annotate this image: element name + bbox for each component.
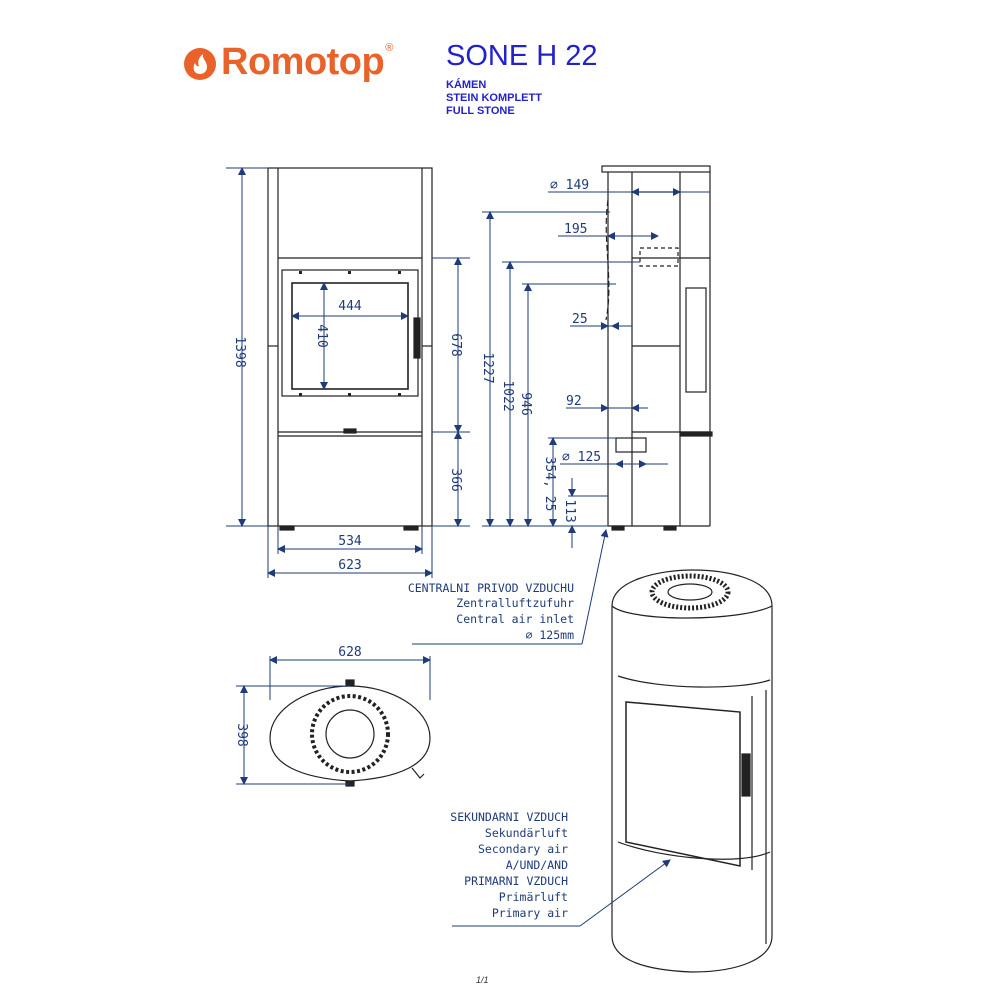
top-view bbox=[269, 679, 431, 787]
dim-92: 92 bbox=[566, 394, 582, 409]
top-dimensions bbox=[236, 656, 431, 785]
dim-113: 113 bbox=[562, 499, 577, 522]
side-dimensions bbox=[482, 188, 710, 548]
stove-3d-view bbox=[611, 569, 773, 973]
brand-name: Romotop bbox=[221, 40, 385, 83]
side-view bbox=[601, 165, 713, 531]
subtitle-en: FULL STONE bbox=[446, 105, 515, 117]
note-secondary-de: Sekundärluft bbox=[485, 826, 568, 840]
central-air-leader bbox=[412, 529, 609, 645]
dim-base-height: 366 bbox=[448, 468, 463, 491]
note-secondary-en: Secondary air bbox=[478, 842, 568, 856]
flame-icon bbox=[184, 48, 216, 80]
front-dimensions bbox=[226, 167, 470, 578]
page-number: 1/1 bbox=[476, 975, 489, 985]
note-secondary-cz: SEKUNDARNI VZDUCH bbox=[450, 810, 568, 824]
dim-top-width: 628 bbox=[338, 645, 361, 660]
note-primary-de: Primärluft bbox=[499, 890, 568, 904]
dim-door-height: 678 bbox=[448, 333, 463, 356]
registered-mark: ® bbox=[385, 42, 394, 54]
dim-diameter-125: ∅ 125 bbox=[562, 450, 601, 465]
dim-354: 354, 25 bbox=[542, 457, 557, 512]
dim-glass-height: 410 bbox=[314, 324, 329, 347]
brand-logo: Romotop ® bbox=[183, 40, 393, 84]
note-central-air-diameter: ∅ 125mm bbox=[526, 628, 575, 642]
note-central-air-de: Zentralluftzufuhr bbox=[456, 596, 574, 610]
dim-outer-width: 623 bbox=[338, 558, 361, 573]
note-and: A/UND/AND bbox=[506, 858, 568, 872]
note-central-air-cz: CENTRALNI PRIVOD VZDUCHU bbox=[408, 581, 574, 595]
dim-total-height: 1398 bbox=[232, 336, 247, 367]
note-primary-en: Primary air bbox=[492, 906, 568, 920]
dim-glass-width: 444 bbox=[338, 299, 362, 314]
dim-top-depth: 398 bbox=[234, 723, 249, 746]
model-title: SONE H 22 bbox=[446, 40, 598, 72]
dim-diameter-149: ∅ 149 bbox=[550, 178, 589, 193]
dim-25: 25 bbox=[572, 312, 588, 327]
front-view bbox=[267, 167, 433, 531]
note-central-air-en: Central air inlet bbox=[456, 612, 574, 626]
subtitle-cz: KÁMEN bbox=[446, 79, 487, 91]
dim-946: 946 bbox=[518, 392, 533, 415]
dim-inner-width: 534 bbox=[338, 534, 362, 549]
dim-1022: 1022 bbox=[500, 380, 515, 411]
dim-195: 195 bbox=[564, 222, 587, 237]
air-leader bbox=[452, 859, 671, 927]
dim-1227: 1227 bbox=[480, 352, 495, 383]
subtitle-de: STEIN KOMPLETT bbox=[446, 92, 542, 104]
note-primary-cz: PRIMARNI VZDUCH bbox=[464, 874, 568, 888]
